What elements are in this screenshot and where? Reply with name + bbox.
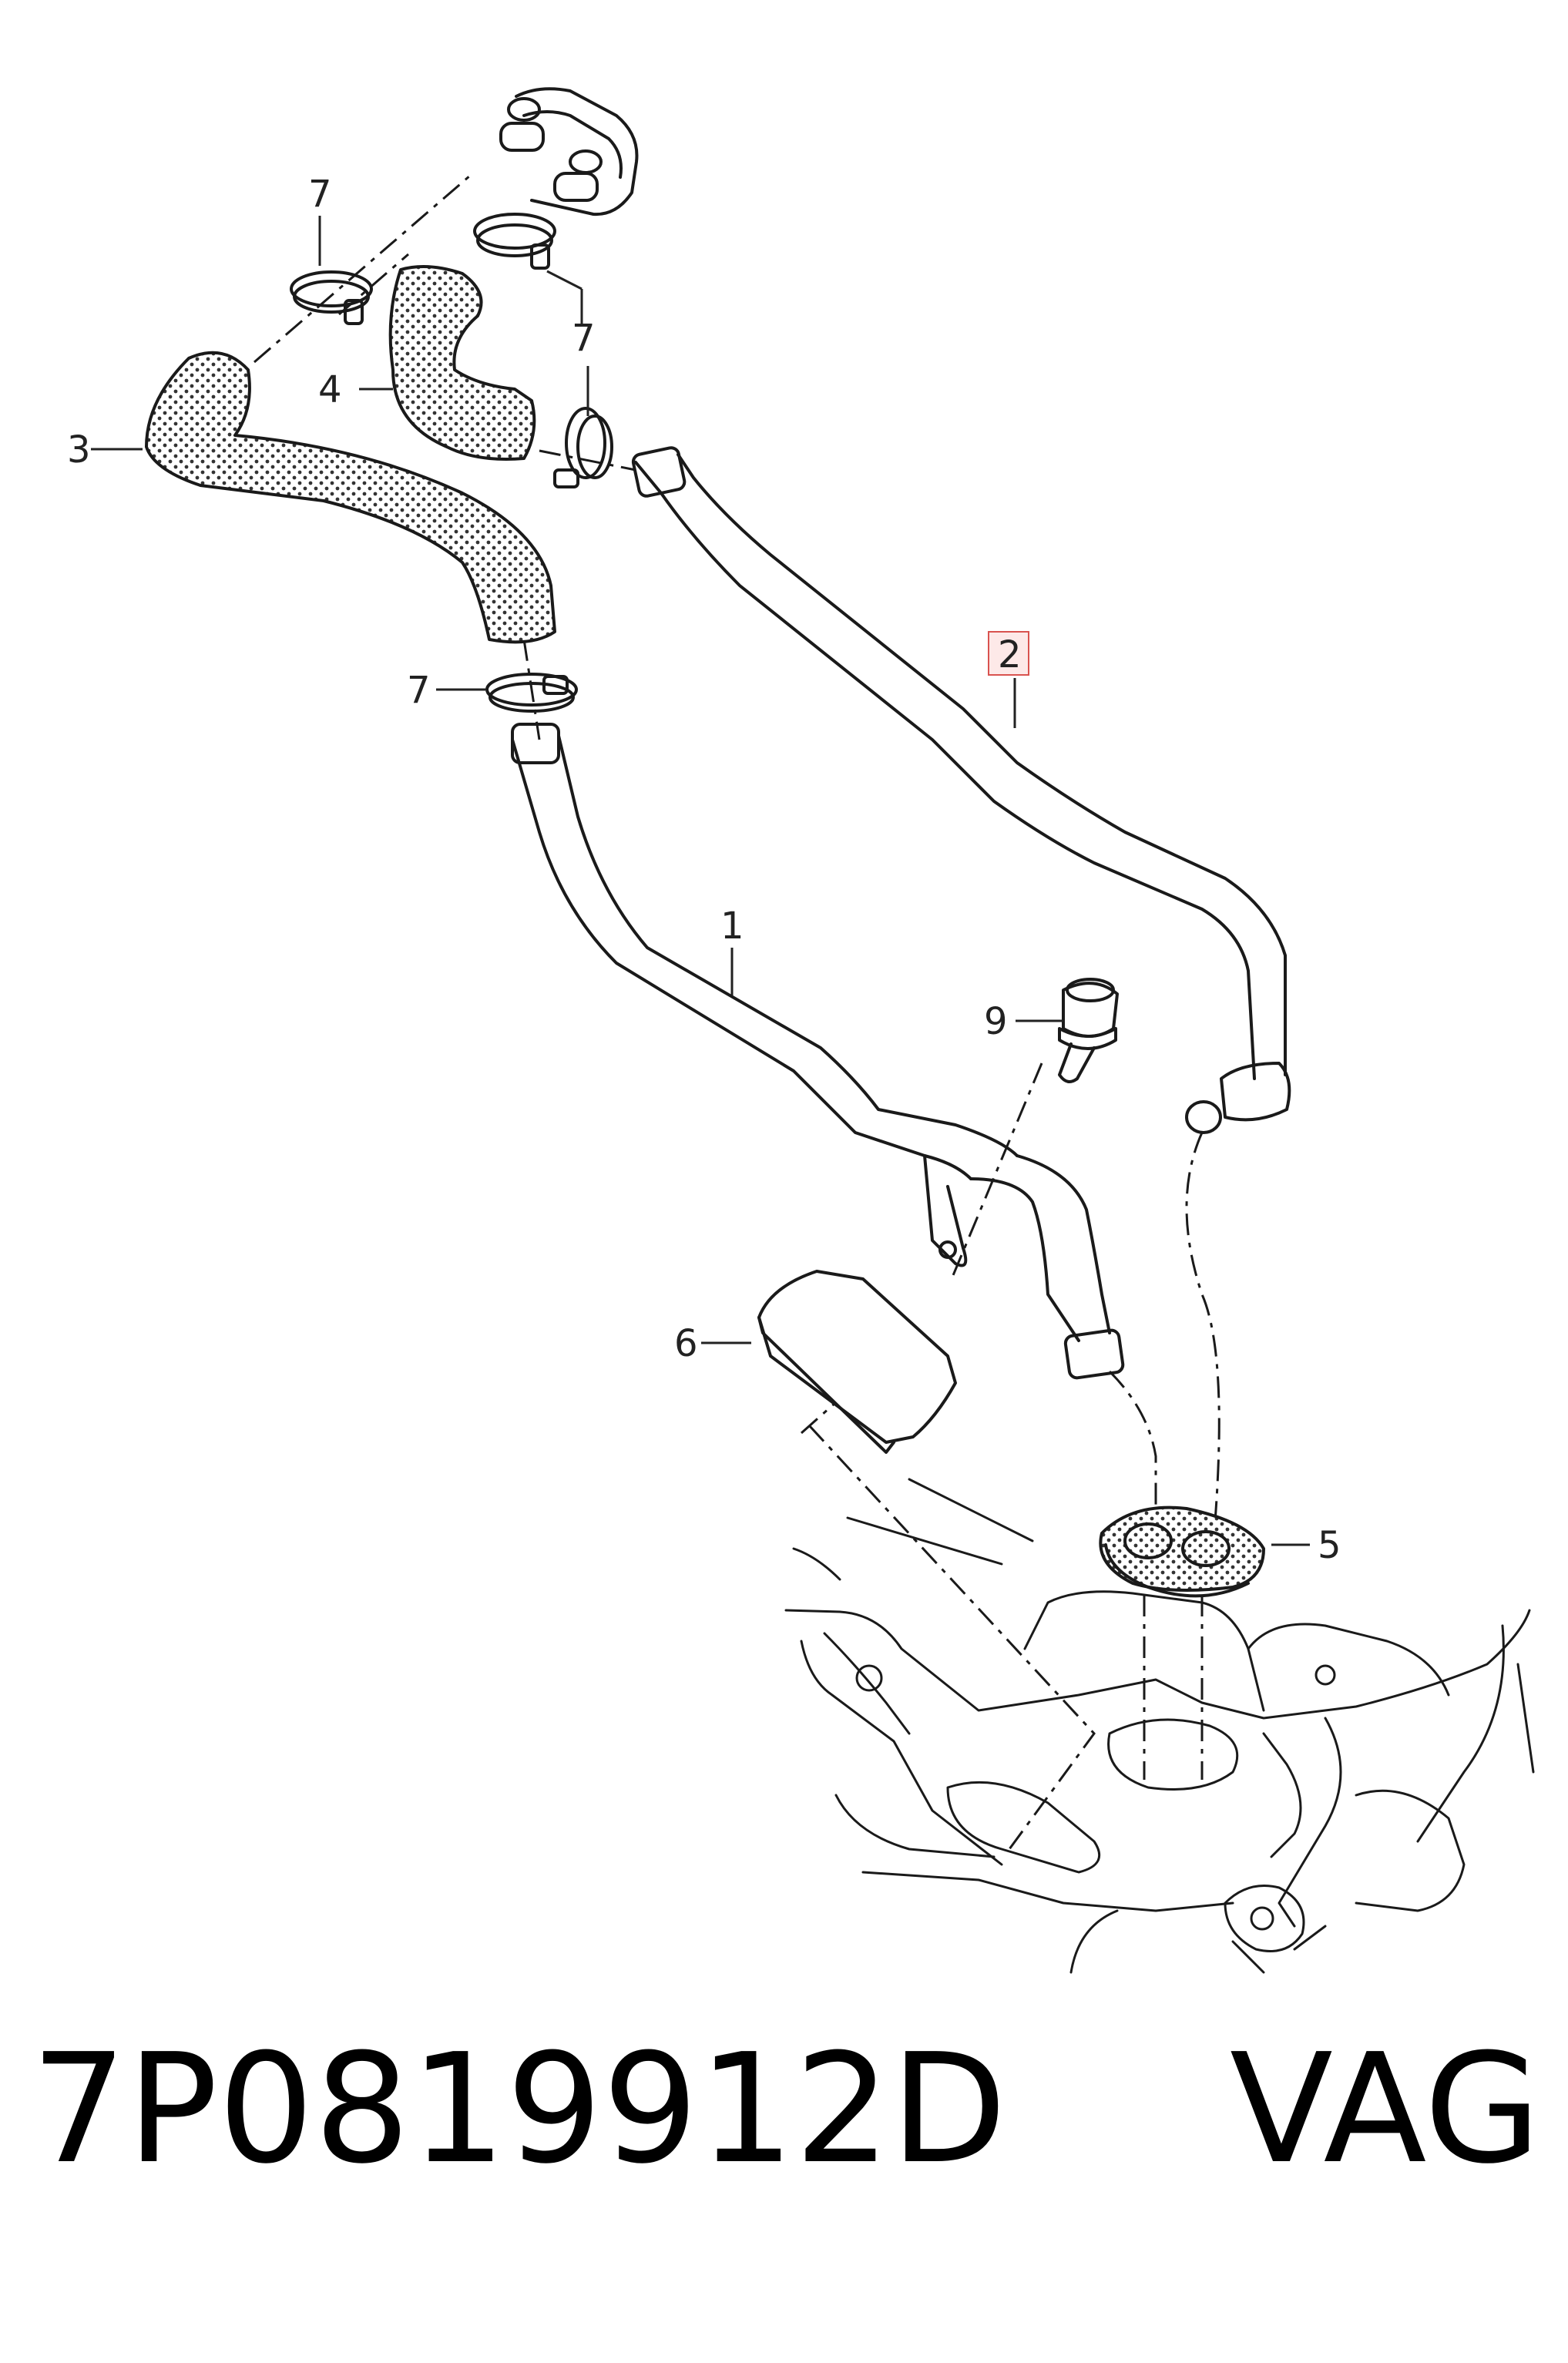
callout-4: 4 bbox=[318, 368, 342, 411]
hose-clamp-middle bbox=[485, 673, 578, 713]
connector-block bbox=[499, 87, 639, 216]
callout-5: 5 bbox=[1318, 1524, 1341, 1567]
callout-2-highlight-box bbox=[988, 631, 1029, 676]
hose-4 bbox=[388, 265, 536, 461]
bolt-9 bbox=[1058, 978, 1119, 1083]
hose-clamp-top-left bbox=[290, 270, 373, 325]
hose-clamp-right bbox=[553, 407, 613, 488]
callout-7-top-right: 7 bbox=[572, 317, 596, 360]
callout-1: 1 bbox=[720, 905, 744, 948]
callout-7-middle: 7 bbox=[407, 669, 431, 712]
callout-6: 6 bbox=[674, 1322, 698, 1365]
callout-2: 2 bbox=[998, 633, 1022, 676]
parts-diagram: 7 3 4 7 7 2 1 9 6 5 bbox=[67, 87, 1535, 1974]
hose-1 bbox=[511, 723, 1125, 1380]
leader-lines bbox=[91, 216, 1310, 1546]
assembly-lines bbox=[253, 174, 1220, 1850]
hose-3 bbox=[145, 351, 556, 644]
callouts: 7 3 4 7 7 2 1 9 6 5 bbox=[67, 173, 1341, 1567]
hose-clamp-top-right bbox=[473, 213, 556, 270]
callout-7-top-left: 7 bbox=[308, 173, 332, 216]
part-number-caption: 7P0819912D VAG bbox=[31, 2034, 1541, 2185]
grommet-5 bbox=[1099, 1505, 1265, 1598]
callout-3: 3 bbox=[67, 428, 91, 472]
part-number: 7P0819912D bbox=[31, 2022, 1007, 2197]
brand-label: VAG bbox=[1229, 2022, 1541, 2197]
vehicle-body-structure bbox=[784, 1478, 1535, 1974]
hose-2 bbox=[631, 446, 1291, 1134]
callout-9: 9 bbox=[984, 1000, 1008, 1043]
cover-6 bbox=[757, 1270, 957, 1454]
